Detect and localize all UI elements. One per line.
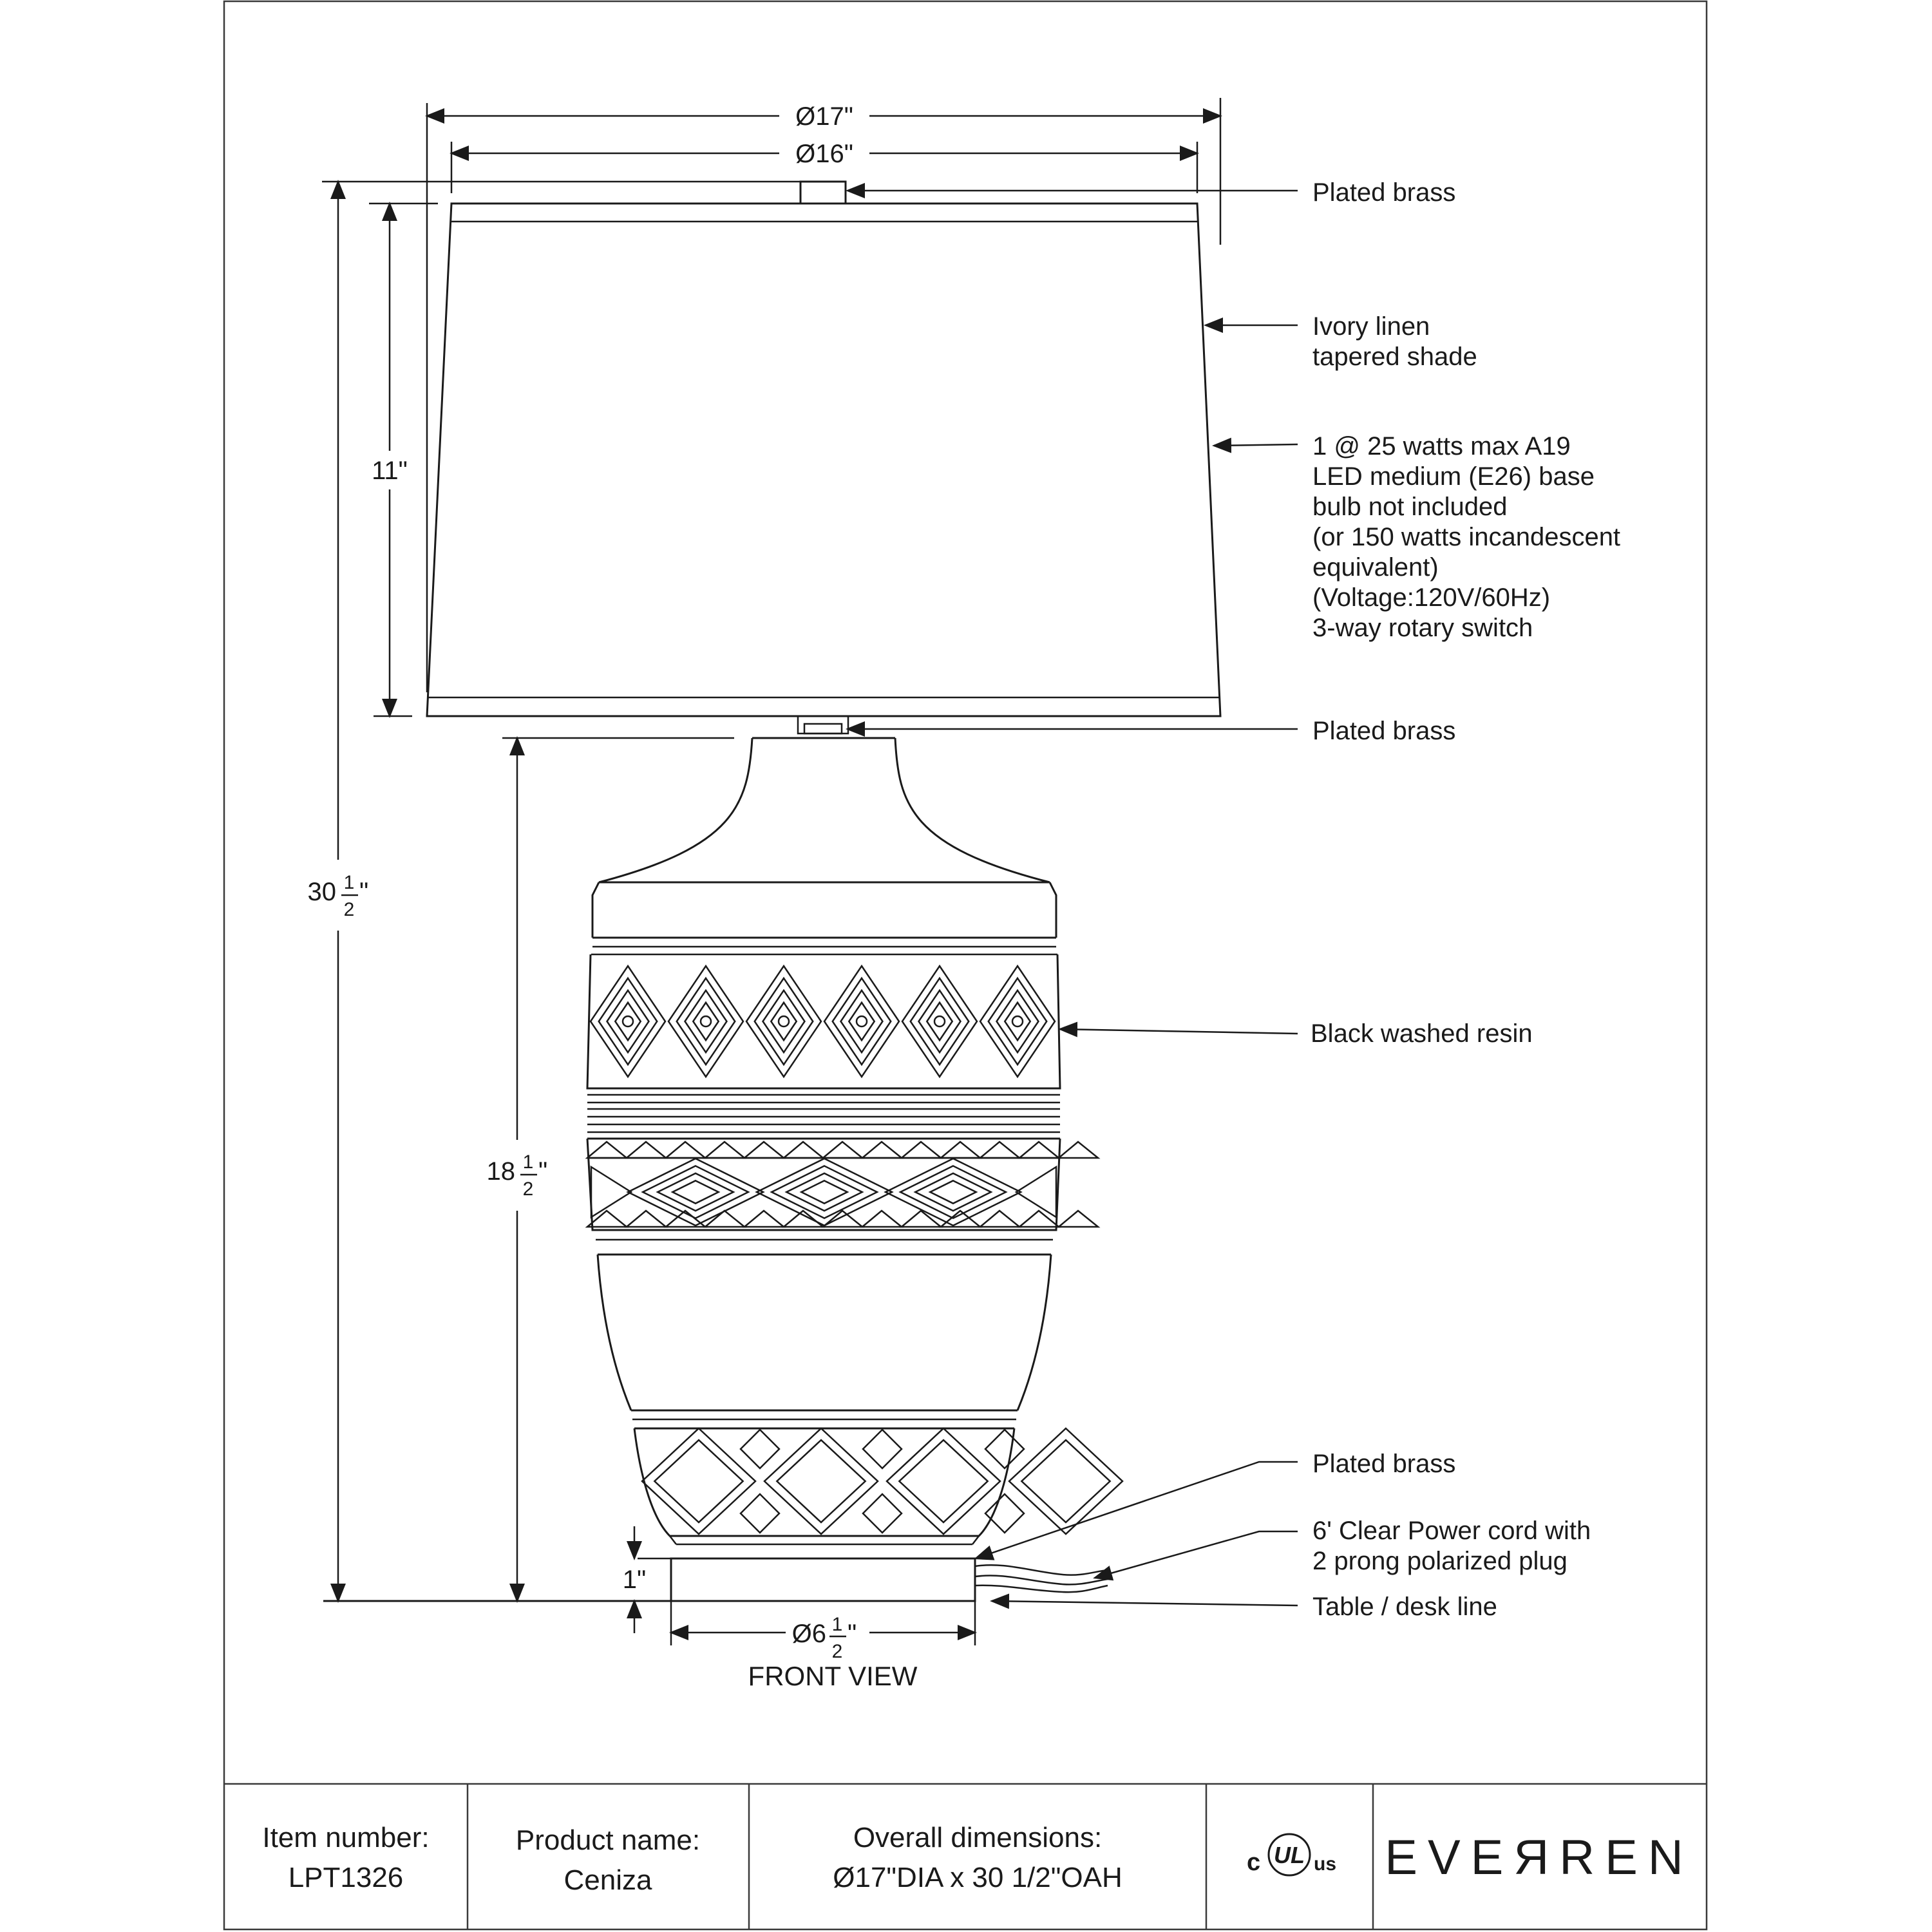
dim-18-whole: 18 [487, 1157, 516, 1186]
svg-text:us: us [1314, 1853, 1336, 1875]
callout-body: Black washed resin [1311, 1019, 1533, 1048]
diamond-pattern-middle [585, 1141, 1101, 1228]
callout-finial: Plated brass [1312, 178, 1455, 207]
callout-shade-1: Ivory linen [1312, 312, 1430, 341]
dim-16: Ø16" [795, 140, 853, 168]
dim-foot-diameter: Ø6 1 2 " [669, 1601, 977, 1662]
callout-bulb-3: bulb not included [1312, 493, 1507, 521]
svg-text:1: 1 [523, 1151, 534, 1173]
item-number-label: Item number: [262, 1822, 429, 1853]
neck-fitting [797, 715, 849, 735]
dim-shade-top: Ø17" [425, 98, 1222, 692]
dim-30-whole: 30 [308, 878, 337, 906]
overall-dimensions-value: Ø17"DIA x 30 1/2"OAH [833, 1862, 1122, 1893]
view-title: FRONT VIEW [748, 1661, 918, 1691]
callout-bulb-4: (or 150 watts incandescent [1312, 523, 1620, 551]
dim-shade-bottom: Ø16" [450, 135, 1199, 193]
svg-text:": " [359, 878, 368, 906]
dim-11: 11" [372, 457, 408, 485]
svg-text:1: 1 [832, 1614, 843, 1635]
drawing-border [223, 0, 1708, 1931]
dim-overall-height: 30 1 2 " [303, 180, 800, 1603]
callout-bulb-7: 3-way rotary switch [1312, 614, 1533, 642]
svg-text:2: 2 [523, 1179, 534, 1200]
svg-text:UL: UL [1274, 1842, 1305, 1868]
svg-text:": " [538, 1157, 547, 1186]
diamond-pattern-upper [589, 964, 1056, 1079]
dim-base-height: 18 1 2 " [484, 736, 734, 1603]
callout-bulb-2: LED medium (E26) base [1312, 462, 1595, 491]
callout-table-line: Table / desk line [1312, 1593, 1497, 1621]
callout-bulb-5: equivalent) [1312, 553, 1439, 582]
power-cord [974, 1564, 1108, 1593]
callout-cord-1: 6' Clear Power cord with [1312, 1517, 1591, 1545]
lamp-body [586, 737, 1061, 1546]
svg-text:c: c [1247, 1849, 1260, 1876]
dim-17: Ø17" [795, 102, 853, 131]
svg-text:2: 2 [832, 1641, 843, 1662]
callout-leaders [846, 183, 1298, 1609]
callout-shade-2: tapered shade [1312, 343, 1477, 371]
overall-dimensions-label: Overall dimensions: [853, 1822, 1102, 1853]
callout-neck: Plated brass [1312, 717, 1455, 745]
callout-foot: Plated brass [1312, 1450, 1455, 1478]
item-number-value: LPT1326 [289, 1862, 404, 1893]
svg-text:1: 1 [344, 872, 355, 893]
dim-6-whole: Ø6 [792, 1620, 826, 1648]
product-name-value: Ceniza [564, 1864, 652, 1896]
brand-logo: EVEЯREN [1385, 1830, 1693, 1885]
svg-text:": " [848, 1620, 857, 1648]
callout-bulb-1: 1 @ 25 watts max A19 [1312, 432, 1571, 460]
callout-bulb-6: (Voltage:120V/60Hz) [1312, 583, 1550, 612]
lamp-shade [426, 202, 1222, 717]
callout-cord-2: 2 prong polarized plug [1312, 1547, 1567, 1575]
dim-1: 1" [623, 1566, 646, 1594]
product-name-label: Product name: [516, 1824, 700, 1856]
dim-shade-height: 11" [361, 202, 438, 718]
svg-text:2: 2 [344, 899, 355, 920]
lamp-foot [670, 1557, 976, 1602]
ul-certification-mark: c UL us [1247, 1833, 1336, 1877]
diamond-pattern-lower [641, 1427, 1124, 1535]
finial [799, 180, 847, 205]
dim-foot-height: 1" [623, 1526, 671, 1633]
